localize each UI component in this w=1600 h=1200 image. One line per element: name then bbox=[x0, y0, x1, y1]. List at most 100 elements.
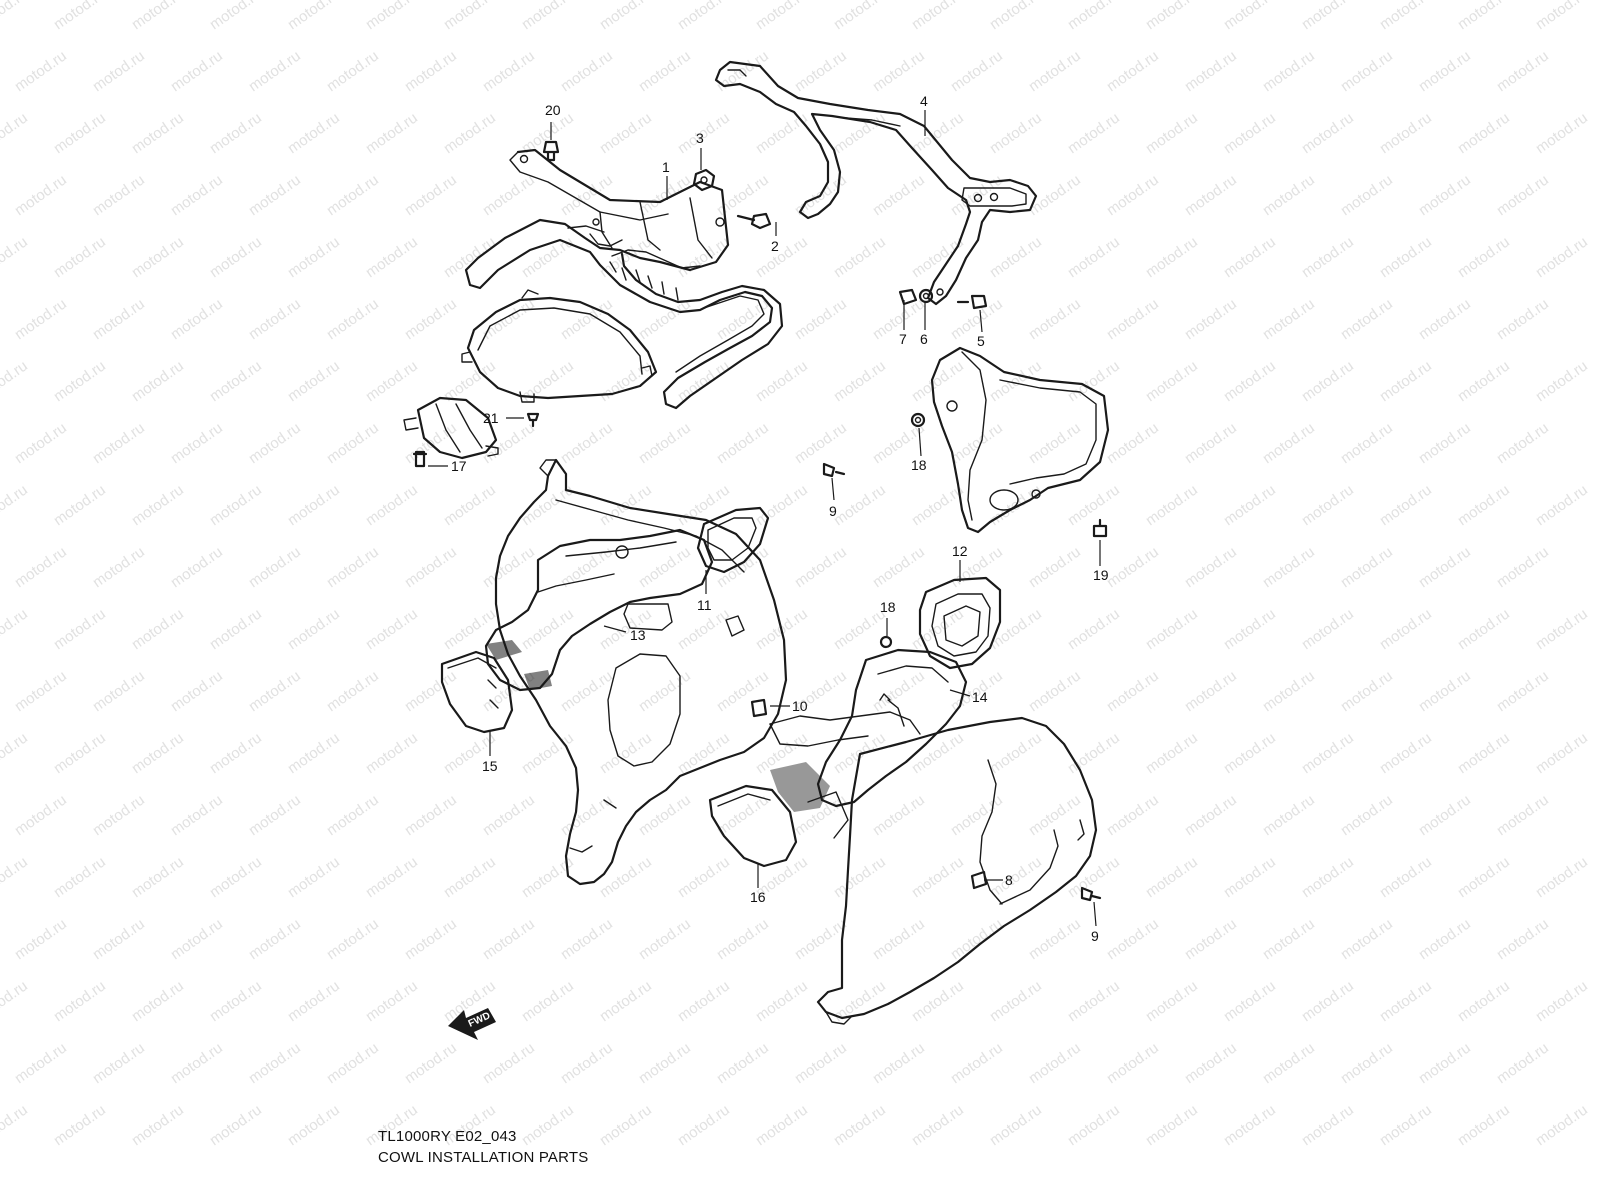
watermark-text: motod.ru bbox=[363, 853, 421, 901]
watermark-text: motod.ru bbox=[1494, 295, 1552, 343]
watermark-text: motod.ru bbox=[0, 1101, 31, 1149]
watermark-text: motod.ru bbox=[519, 729, 577, 777]
watermark-text: motod.ru bbox=[402, 791, 460, 839]
watermark-text: motod.ru bbox=[1338, 419, 1396, 467]
watermark-text: motod.ru bbox=[1221, 109, 1279, 157]
watermark-text: motod.ru bbox=[285, 233, 343, 281]
watermark-text: motod.ru bbox=[90, 171, 148, 219]
watermark-text: motod.ru bbox=[1299, 233, 1357, 281]
watermark-text: motod.ru bbox=[1221, 0, 1279, 33]
watermark-text: motod.ru bbox=[402, 1039, 460, 1087]
callout-18-upper: 18 bbox=[911, 457, 927, 473]
watermark-text: motod.ru bbox=[597, 729, 655, 777]
watermark-text: motod.ru bbox=[909, 0, 967, 33]
watermark-text: motod.ru bbox=[324, 1039, 382, 1087]
duct-14-part bbox=[769, 648, 968, 808]
duct-grille-15-part bbox=[440, 640, 552, 734]
watermark-text: motod.ru bbox=[636, 295, 694, 343]
watermark-text: motod.ru bbox=[1377, 109, 1435, 157]
watermark-text: motod.ru bbox=[1065, 357, 1123, 405]
watermark-text: motod.ru bbox=[1026, 295, 1084, 343]
watermark-text: motod.ru bbox=[519, 1101, 577, 1149]
watermark-text: motod.ru bbox=[1494, 543, 1552, 591]
watermark-text: motod.ru bbox=[402, 47, 460, 95]
watermark-text: motod.ru bbox=[207, 481, 265, 529]
watermark-text: motod.ru bbox=[402, 171, 460, 219]
watermark-text: motod.ru bbox=[987, 109, 1045, 157]
watermark-text: motod.ru bbox=[129, 481, 187, 529]
watermark-text: motod.ru bbox=[1260, 419, 1318, 467]
brace-rod-part bbox=[714, 60, 1038, 306]
watermark-text: motod.ru bbox=[753, 1101, 811, 1149]
watermark-text: motod.ru bbox=[285, 977, 343, 1025]
watermark-text: motod.ru bbox=[1065, 0, 1123, 33]
watermark-text: motod.ru bbox=[1182, 915, 1240, 963]
watermark-text: motod.ru bbox=[1455, 481, 1513, 529]
watermark-text: motod.ru bbox=[1377, 1101, 1435, 1149]
watermark-text: motod.ru bbox=[1338, 791, 1396, 839]
watermark-text: motod.ru bbox=[480, 915, 538, 963]
watermark-text: motod.ru bbox=[636, 915, 694, 963]
watermark-text: motod.ru bbox=[870, 915, 928, 963]
watermark-text: motod.ru bbox=[12, 915, 70, 963]
watermark-text: motod.ru bbox=[636, 1039, 694, 1087]
watermark-text: motod.ru bbox=[1182, 667, 1240, 715]
watermark-text: motod.ru bbox=[285, 0, 343, 33]
watermark-text: motod.ru bbox=[558, 915, 616, 963]
watermark-text: motod.ru bbox=[324, 667, 382, 715]
watermark-text: motod.ru bbox=[1182, 791, 1240, 839]
callout-20: 20 bbox=[545, 102, 561, 118]
watermark-text: motod.ru bbox=[1104, 295, 1162, 343]
watermark-text: motod.ru bbox=[987, 605, 1045, 653]
watermark-text: motod.ru bbox=[1338, 667, 1396, 715]
watermark-text: motod.ru bbox=[753, 481, 811, 529]
lower-fairing-part bbox=[816, 693, 1098, 1025]
watermark-text: motod.ru bbox=[792, 1039, 850, 1087]
watermark-text: motod.ru bbox=[363, 729, 421, 777]
watermark-text: motod.ru bbox=[1377, 977, 1435, 1025]
watermark-text: motod.ru bbox=[1143, 729, 1201, 777]
watermark-text: motod.ru bbox=[1533, 109, 1591, 157]
watermark-text: motod.ru bbox=[1455, 357, 1513, 405]
watermark-text: motod.ru bbox=[168, 791, 226, 839]
watermark-text: motod.ru bbox=[168, 915, 226, 963]
watermark-text: motod.ru bbox=[1065, 233, 1123, 281]
watermark-text: motod.ru bbox=[12, 47, 70, 95]
watermark-text: motod.ru bbox=[168, 47, 226, 95]
watermark-text: motod.ru bbox=[0, 605, 31, 653]
watermark-text: motod.ru bbox=[675, 729, 733, 777]
watermark-text: motod.ru bbox=[1260, 791, 1318, 839]
watermark-text: motod.ru bbox=[51, 853, 109, 901]
cowl-bracket-part bbox=[464, 148, 784, 410]
watermark-text: motod.ru bbox=[12, 419, 70, 467]
callout-labels: 20 3 1 2 4 7 6 5 21 17 18 9 19 12 11 13 … bbox=[451, 93, 1109, 944]
watermark-text: motod.ru bbox=[519, 605, 577, 653]
watermark-text: motod.ru bbox=[1026, 667, 1084, 715]
watermark-text: motod.ru bbox=[1299, 481, 1357, 529]
watermark-text: motod.ru bbox=[1377, 233, 1435, 281]
watermark-text: motod.ru bbox=[1416, 915, 1474, 963]
watermark-text: motod.ru bbox=[363, 357, 421, 405]
watermark-text: motod.ru bbox=[792, 543, 850, 591]
watermark-text: motod.ru bbox=[363, 109, 421, 157]
watermark-text: motod.ru bbox=[987, 0, 1045, 33]
watermark-text: motod.ru bbox=[90, 1039, 148, 1087]
watermark-text: motod.ru bbox=[1260, 47, 1318, 95]
watermark-text: motod.ru bbox=[1377, 357, 1435, 405]
watermark-text: motod.ru bbox=[129, 729, 187, 777]
watermark-text: motod.ru bbox=[90, 667, 148, 715]
watermark-text: motod.ru bbox=[12, 667, 70, 715]
watermark-text: motod.ru bbox=[90, 915, 148, 963]
watermark-text: motod.ru bbox=[480, 171, 538, 219]
watermark-text: motod.ru bbox=[558, 171, 616, 219]
watermark-text: motod.ru bbox=[1026, 47, 1084, 95]
fasteners bbox=[412, 140, 1108, 902]
watermark-text: motod.ru bbox=[480, 419, 538, 467]
watermark-text: motod.ru bbox=[1377, 729, 1435, 777]
watermark-text: motod.ru bbox=[246, 295, 304, 343]
watermark-text: motod.ru bbox=[1026, 915, 1084, 963]
diagram-title: COWL INSTALLATION PARTS bbox=[378, 1149, 589, 1166]
watermark-text: motod.ru bbox=[597, 109, 655, 157]
callout-6: 6 bbox=[920, 331, 928, 347]
callout-16: 16 bbox=[750, 889, 766, 905]
